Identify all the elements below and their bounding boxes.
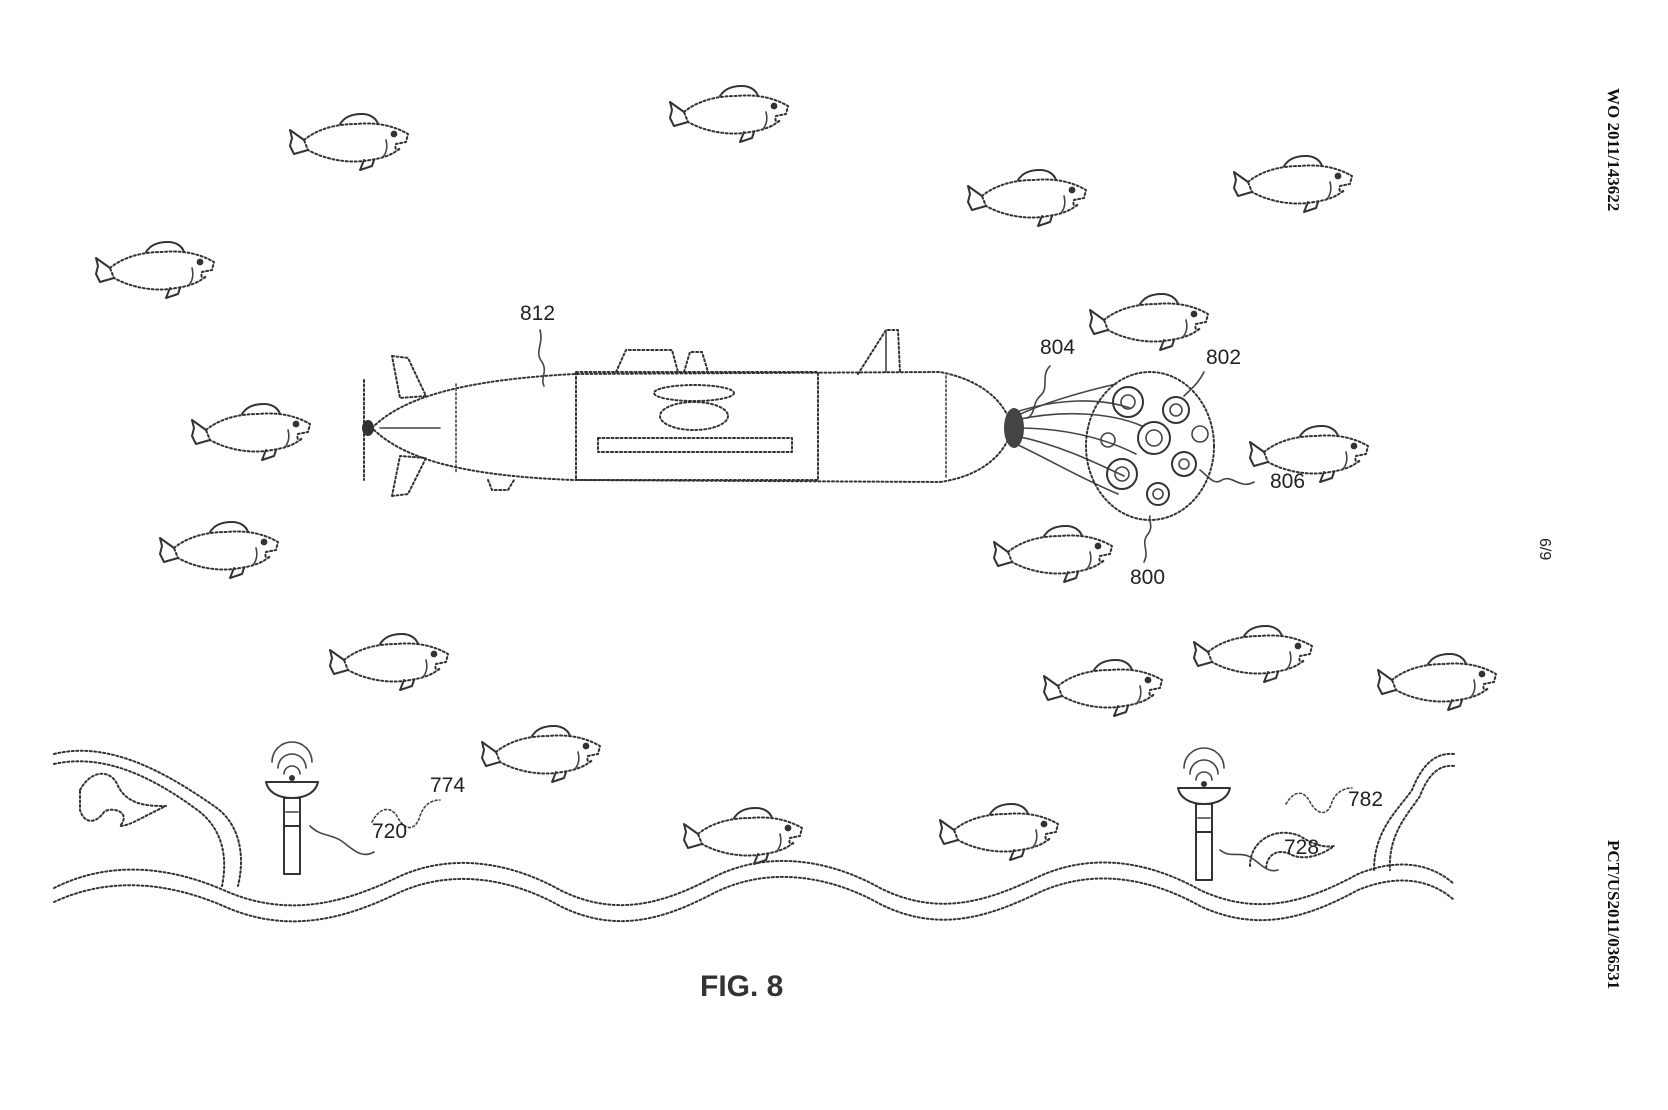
fish-icon xyxy=(160,522,278,578)
signal-wave-782 xyxy=(1286,788,1352,813)
fish-icon xyxy=(994,526,1112,582)
fish-icon xyxy=(670,86,788,142)
ref-782: 782 xyxy=(1348,788,1383,811)
fish-icon xyxy=(482,726,600,782)
seabed xyxy=(54,751,1454,922)
fish-icon xyxy=(1250,426,1368,482)
sheet-number: 6/9 xyxy=(1536,538,1553,560)
ref-806: 806 xyxy=(1270,470,1305,493)
fish-icon xyxy=(96,242,214,298)
leader-812 xyxy=(539,330,545,386)
fish-icon xyxy=(940,804,1058,860)
fish-icon xyxy=(330,634,448,690)
ref-774: 774 xyxy=(430,774,465,797)
fish-icon xyxy=(1194,626,1312,682)
leader-720 xyxy=(310,826,374,854)
fish-icon xyxy=(290,114,408,170)
leader-728 xyxy=(1220,850,1278,871)
figure-caption: FIG. 8 xyxy=(700,970,783,1003)
ref-804: 804 xyxy=(1040,336,1075,359)
application-number: PCT/US2011/036531 xyxy=(1604,840,1623,989)
seafloor-beacon-icon xyxy=(266,742,318,874)
propulsion-unit xyxy=(1016,372,1214,520)
ref-720: 720 xyxy=(372,820,407,843)
fish-icon xyxy=(192,404,310,460)
leader-800 xyxy=(1144,516,1151,562)
seafloor-beacon-icon xyxy=(1178,748,1230,880)
ref-802: 802 xyxy=(1206,346,1241,369)
fish-icon xyxy=(968,170,1086,226)
fish-icon xyxy=(684,808,802,864)
ref-812: 812 xyxy=(520,302,555,325)
publication-number: WO 2011/143622 xyxy=(1604,88,1623,211)
fish-icon xyxy=(1234,156,1352,212)
ref-800: 800 xyxy=(1130,566,1165,589)
leader-806 xyxy=(1200,470,1254,484)
submarine-icon xyxy=(362,330,1024,496)
fish-icon xyxy=(1044,660,1162,716)
fish-icon xyxy=(1378,654,1496,710)
ref-728: 728 xyxy=(1284,836,1319,859)
fish-icon xyxy=(1090,294,1208,350)
